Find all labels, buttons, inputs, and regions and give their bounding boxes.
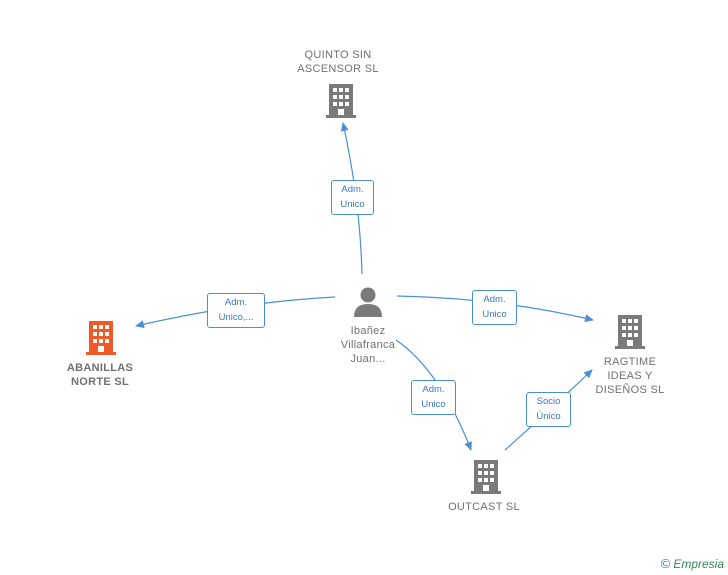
building-icon	[86, 321, 116, 355]
building-icon	[471, 460, 501, 494]
edge-label-to-outcast: Adm. Unico	[411, 380, 456, 415]
edge-label-line1: Socio	[536, 396, 561, 407]
node-label-abanillas[interactable]: ABANILLAS NORTE SL	[66, 362, 134, 388]
node-label-ragtime[interactable]: RAGTIME IDEAS Y DISEÑOS SL	[595, 356, 665, 396]
edge-label-to-quinto: Adm. Unico	[331, 180, 374, 215]
building-icon	[326, 84, 356, 118]
person-icon	[354, 287, 382, 317]
brand-name: Empresia	[673, 557, 724, 571]
node-label-quinto[interactable]: QUINTO SIN ASCENSOR SL	[297, 49, 379, 75]
building-icon	[615, 315, 645, 349]
edge-label-to-ragtime: Adm. Unico	[472, 290, 517, 325]
edge-label-line2: Unico	[482, 309, 507, 320]
edge-label-line2: Unico	[421, 399, 446, 410]
edge-label-line1: Adm.	[341, 184, 364, 195]
edge-label-line1: Adm.	[483, 294, 506, 305]
node-label-outcast[interactable]: OUTCAST SL	[448, 501, 520, 513]
brand-watermark: ©Empresia	[661, 556, 724, 571]
node-label-person[interactable]: Ibañez Villafranca Juan...	[340, 325, 396, 365]
edge-label-to-abanillas: Adm. Unico,...	[207, 293, 265, 328]
edge-label-line1: Adm.	[224, 297, 248, 308]
edge-label-line2: Unico,...	[218, 312, 254, 323]
edge-label-line2: Unico	[340, 199, 365, 210]
edge-label-outcast-to-ragtime: Socio Único	[526, 392, 571, 427]
edge-label-line1: Adm.	[422, 384, 445, 395]
edge-label-line2: Único	[536, 411, 561, 422]
copyright-icon: ©	[660, 556, 671, 571]
